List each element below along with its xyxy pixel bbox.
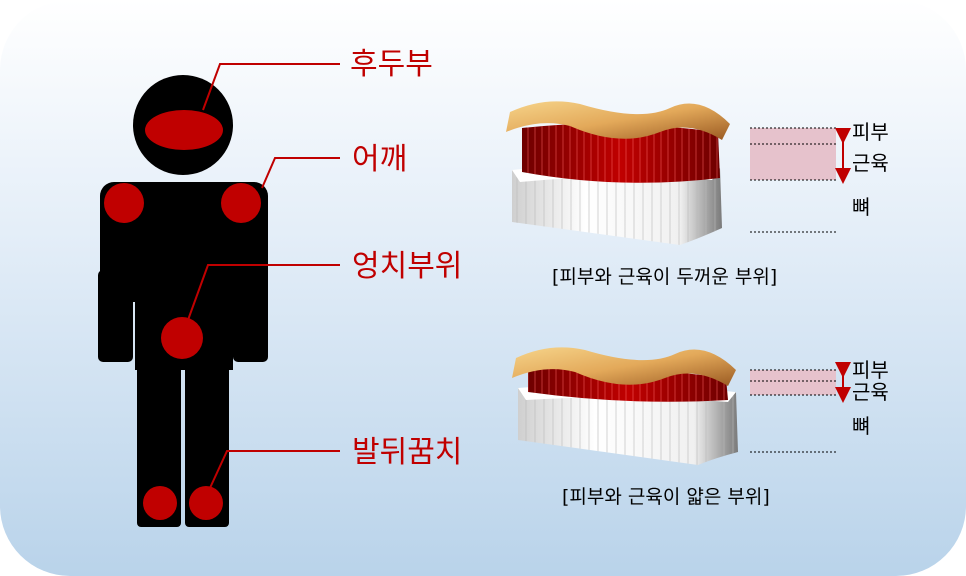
buttocks-leader bbox=[187, 264, 340, 321]
pressure-points bbox=[104, 110, 261, 520]
occiput-label: 후두부 bbox=[350, 47, 433, 82]
left-arm bbox=[98, 270, 133, 362]
skin-band bbox=[750, 370, 836, 381]
thick-muscle-label: 근육 bbox=[852, 151, 889, 175]
heel-leader bbox=[209, 450, 340, 489]
thick-layer-indicator bbox=[750, 127, 851, 233]
thick-bone-label: 뼈 bbox=[852, 195, 870, 219]
shoulder-leader bbox=[261, 157, 340, 189]
thin-muscle-label: 근육 bbox=[852, 380, 889, 404]
thin-skin-label: 피부 bbox=[852, 358, 889, 382]
heel-label: 발뒤꿈치 bbox=[352, 435, 462, 470]
thick-tissue-block bbox=[506, 101, 730, 245]
right-heel-point bbox=[189, 486, 223, 520]
thin-bone-label: 뼈 bbox=[852, 414, 870, 438]
right-arm bbox=[233, 270, 268, 362]
muscle-band bbox=[750, 144, 836, 180]
buttocks-label: 엉치부위 bbox=[352, 249, 462, 284]
skin-layer bbox=[506, 101, 730, 140]
left-shoulder-point bbox=[104, 183, 144, 223]
thick-skin-label: 피부 bbox=[852, 120, 889, 144]
shoulder-label: 어깨 bbox=[352, 142, 407, 177]
skin-layer bbox=[512, 347, 736, 386]
thin-tissue-block bbox=[512, 347, 738, 465]
thin-layer-indicator bbox=[750, 362, 851, 453]
muscle-band bbox=[750, 381, 836, 395]
left-leg bbox=[137, 350, 181, 527]
occiput-point bbox=[145, 110, 223, 150]
thin-caption: [피부와 근육이 얇은 부위] bbox=[562, 486, 770, 508]
right-shoulder-point bbox=[221, 183, 261, 223]
left-heel-point bbox=[143, 486, 177, 520]
skin-band bbox=[750, 128, 836, 144]
thick-caption: [피부와 근육이 두꺼운 부위] bbox=[552, 266, 777, 288]
right-leg bbox=[185, 350, 229, 527]
occiput-leader bbox=[202, 63, 340, 111]
sacrum-point bbox=[161, 317, 203, 359]
leader-lines bbox=[187, 63, 340, 489]
